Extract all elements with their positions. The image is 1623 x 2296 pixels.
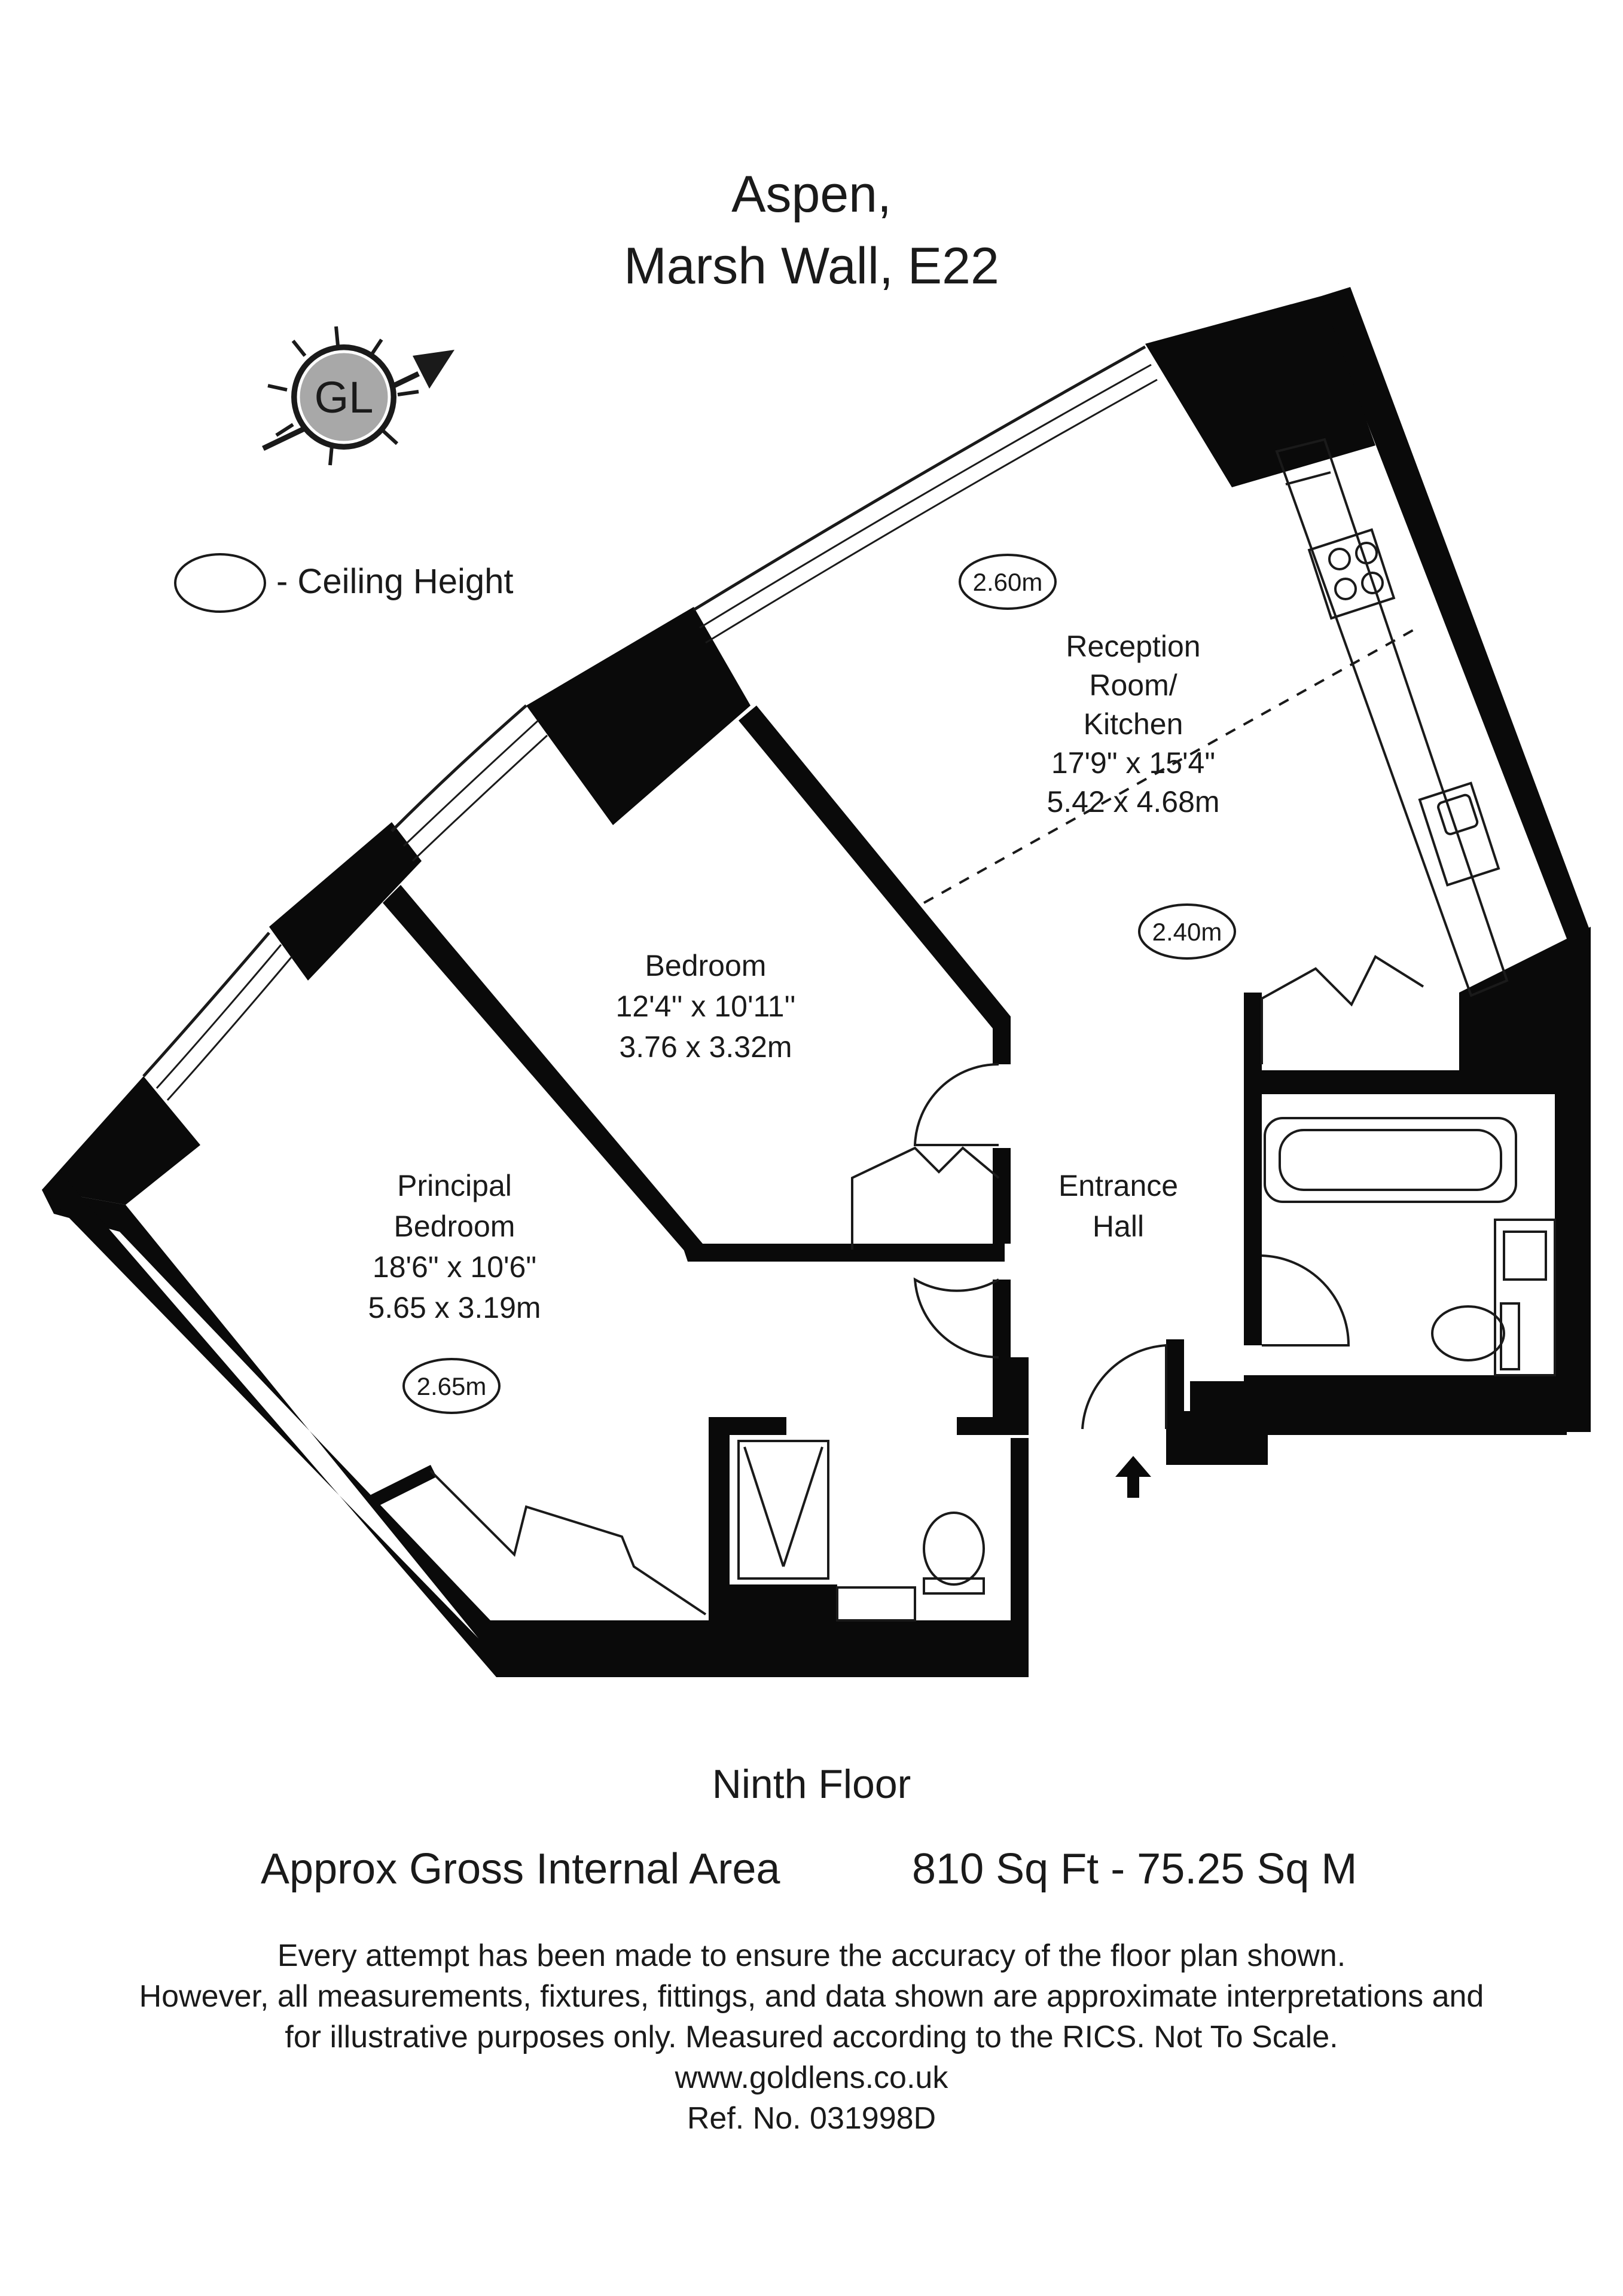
reception-imperial: 17'9" x 15'4": [1051, 746, 1215, 780]
kitchen-units: [1275, 438, 1509, 997]
ensuite-basin-icon: [836, 1586, 916, 1622]
ceiling-reception-upper: 2.60m: [973, 568, 1043, 596]
area-label: Approx Gross Internal Area: [261, 1845, 780, 1893]
entrance-arrow-icon: [1115, 1456, 1151, 1498]
legend-text: - Ceiling Height: [276, 562, 514, 601]
bathroom-basin-icon: [1494, 1219, 1556, 1376]
title-line-2: Marsh Wall, E22: [624, 237, 999, 295]
legend-ellipse: [174, 553, 266, 613]
sink-icon: [1418, 781, 1500, 887]
reception-label-2: Room/: [1089, 668, 1177, 702]
toilet-icon: [1431, 1302, 1520, 1370]
bedroom-label: Bedroom: [645, 949, 767, 982]
ceiling-reception-lower: 2.40m: [1152, 918, 1222, 946]
reference-number: Ref. No. 031998D: [687, 2101, 936, 2136]
logo-inner: [297, 350, 391, 444]
door-arcs: [429, 955, 1424, 1616]
reception-metric: 5.42 x 4.68m: [1047, 785, 1219, 819]
walls: [42, 287, 1591, 1677]
shower-icon: [737, 1440, 829, 1580]
ceiling-ellipse-principal: [402, 1358, 501, 1414]
principal-metric: 5.65 x 3.19m: [368, 1291, 541, 1324]
hall-label-2: Hall: [1093, 1210, 1144, 1243]
ensuite-toilet-icon: [923, 1512, 985, 1595]
ceiling-principal: 2.65m: [417, 1372, 487, 1400]
hall-label-1: Entrance: [1058, 1169, 1178, 1202]
window-wall: [142, 345, 1158, 1101]
floor-label: Ninth Floor: [712, 1761, 911, 1807]
bedroom-metric: 3.76 x 3.32m: [619, 1030, 792, 1064]
principal-imperial: 18'6" x 10'6": [373, 1250, 536, 1284]
principal-label-1: Principal: [397, 1169, 512, 1202]
principal-label-2: Bedroom: [394, 1210, 515, 1243]
website-link[interactable]: www.goldlens.co.uk: [675, 2060, 948, 2095]
disclaimer-line-3: for illustrative purposes only. Measured…: [285, 2020, 1338, 2054]
ceiling-ellipse-reception-lower: [1138, 903, 1236, 960]
bath-icon: [1264, 1117, 1517, 1203]
ceiling-ellipse-reception-upper: [959, 554, 1057, 610]
area-value: 810 Sq Ft - 75.25 Sq M: [912, 1845, 1357, 1893]
disclaimer-line-2: However, all measurements, fixtures, fit…: [139, 1979, 1484, 2014]
bedroom-imperial: 12'4'' x 10'11'': [615, 990, 795, 1023]
reception-label-3: Kitchen: [1084, 707, 1183, 741]
disclaimer-line-1: Every attempt has been made to ensure th…: [277, 1938, 1346, 1973]
hob-icon: [1307, 528, 1396, 620]
title-line-1: Aspen,: [731, 166, 892, 223]
reception-label-1: Reception: [1066, 630, 1200, 663]
dashed-line: [923, 627, 1418, 904]
logo-text: GL: [315, 373, 374, 422]
